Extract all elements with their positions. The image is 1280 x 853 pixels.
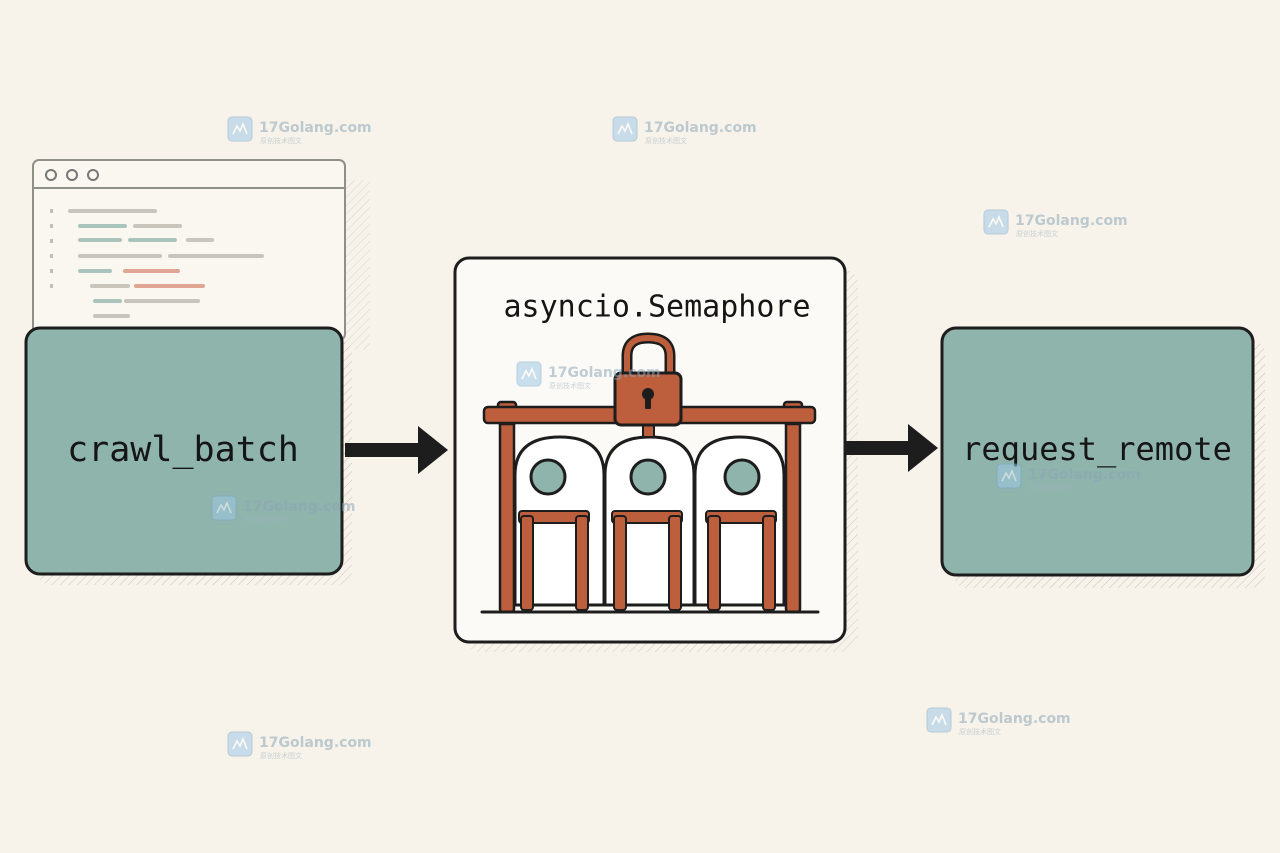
node-semaphore: asyncio.Semaphore — [453, 256, 858, 652]
node-semaphore-label: asyncio.Semaphore — [503, 290, 810, 325]
watermark-subtext: 原创技术图文 — [1016, 229, 1058, 238]
code-window-icon — [32, 159, 370, 350]
watermark-text: 17Golang.com — [958, 711, 1071, 727]
node-request-remote: request_remote — [940, 326, 1265, 588]
watermark-subtext: 原创技术图文 — [260, 751, 302, 760]
watermark-subtext: 原创技术图文 — [1029, 483, 1071, 492]
gate-slot — [603, 435, 696, 611]
watermark-subtext: 原创技术图文 — [260, 136, 302, 145]
node-request-remote-label: request_remote — [962, 430, 1232, 468]
watermark-subtext: 原创技术图文 — [959, 727, 1001, 736]
node-crawl-batch: crawl_batch — [24, 326, 352, 585]
watermark-text: 17Golang.com — [259, 120, 372, 136]
padlock-icon — [613, 332, 683, 427]
arrow-gate-to-target — [845, 424, 938, 472]
arrow-source-to-gate — [345, 426, 448, 474]
gate-slot — [513, 435, 606, 611]
watermark-text: 17Golang.com — [1015, 213, 1128, 229]
watermark-subtext: 原创技术图文 — [645, 136, 687, 145]
watermark-text: 17Golang.com — [1028, 467, 1141, 483]
watermark-subtext: 原创技术图文 — [549, 381, 591, 390]
watermark-text: 17Golang.com — [548, 365, 661, 381]
watermark-subtext: 原创技术图文 — [244, 515, 286, 524]
watermark-text: 17Golang.com — [644, 120, 757, 136]
node-crawl-batch-label: crawl_batch — [67, 430, 299, 470]
watermarks: 17Golang.com原创技术图文17Golang.com原创技术图文17Go… — [211, 116, 1141, 760]
watermark-text: 17Golang.com — [259, 735, 372, 751]
watermark-text: 17Golang.com — [243, 499, 356, 515]
gate-slot — [693, 435, 786, 611]
